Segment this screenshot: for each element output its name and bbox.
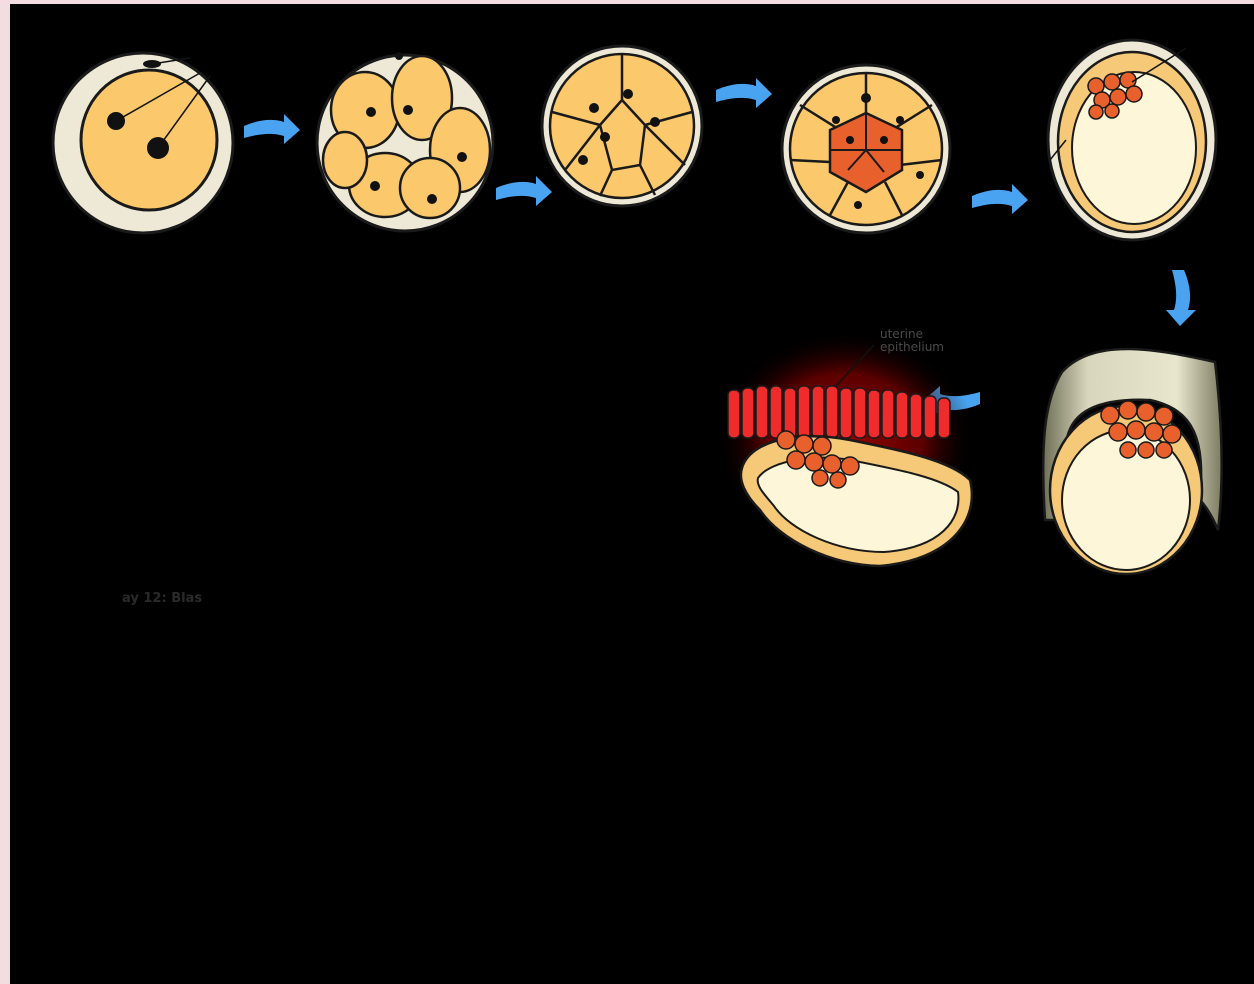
curved-arrow-icon bbox=[496, 176, 552, 206]
curved-arrow-icon bbox=[244, 114, 300, 144]
attachment-stage bbox=[715, 330, 975, 566]
cleavage-stage bbox=[317, 52, 493, 231]
curved-arrow-icon bbox=[972, 184, 1028, 214]
blastocyst-caption: ay 12: Blas bbox=[122, 592, 202, 605]
blastocyst-stage bbox=[1048, 40, 1216, 240]
uterine-epithelium-label: uterine epithelium bbox=[880, 328, 944, 354]
morula-stage bbox=[542, 46, 702, 206]
early-blastocyst-stage bbox=[782, 65, 950, 233]
implantation-uterus-stage bbox=[1043, 349, 1221, 574]
zygote-stage bbox=[53, 53, 233, 233]
curved-arrow-icon bbox=[1166, 270, 1196, 326]
curved-arrow-icon bbox=[716, 78, 772, 108]
